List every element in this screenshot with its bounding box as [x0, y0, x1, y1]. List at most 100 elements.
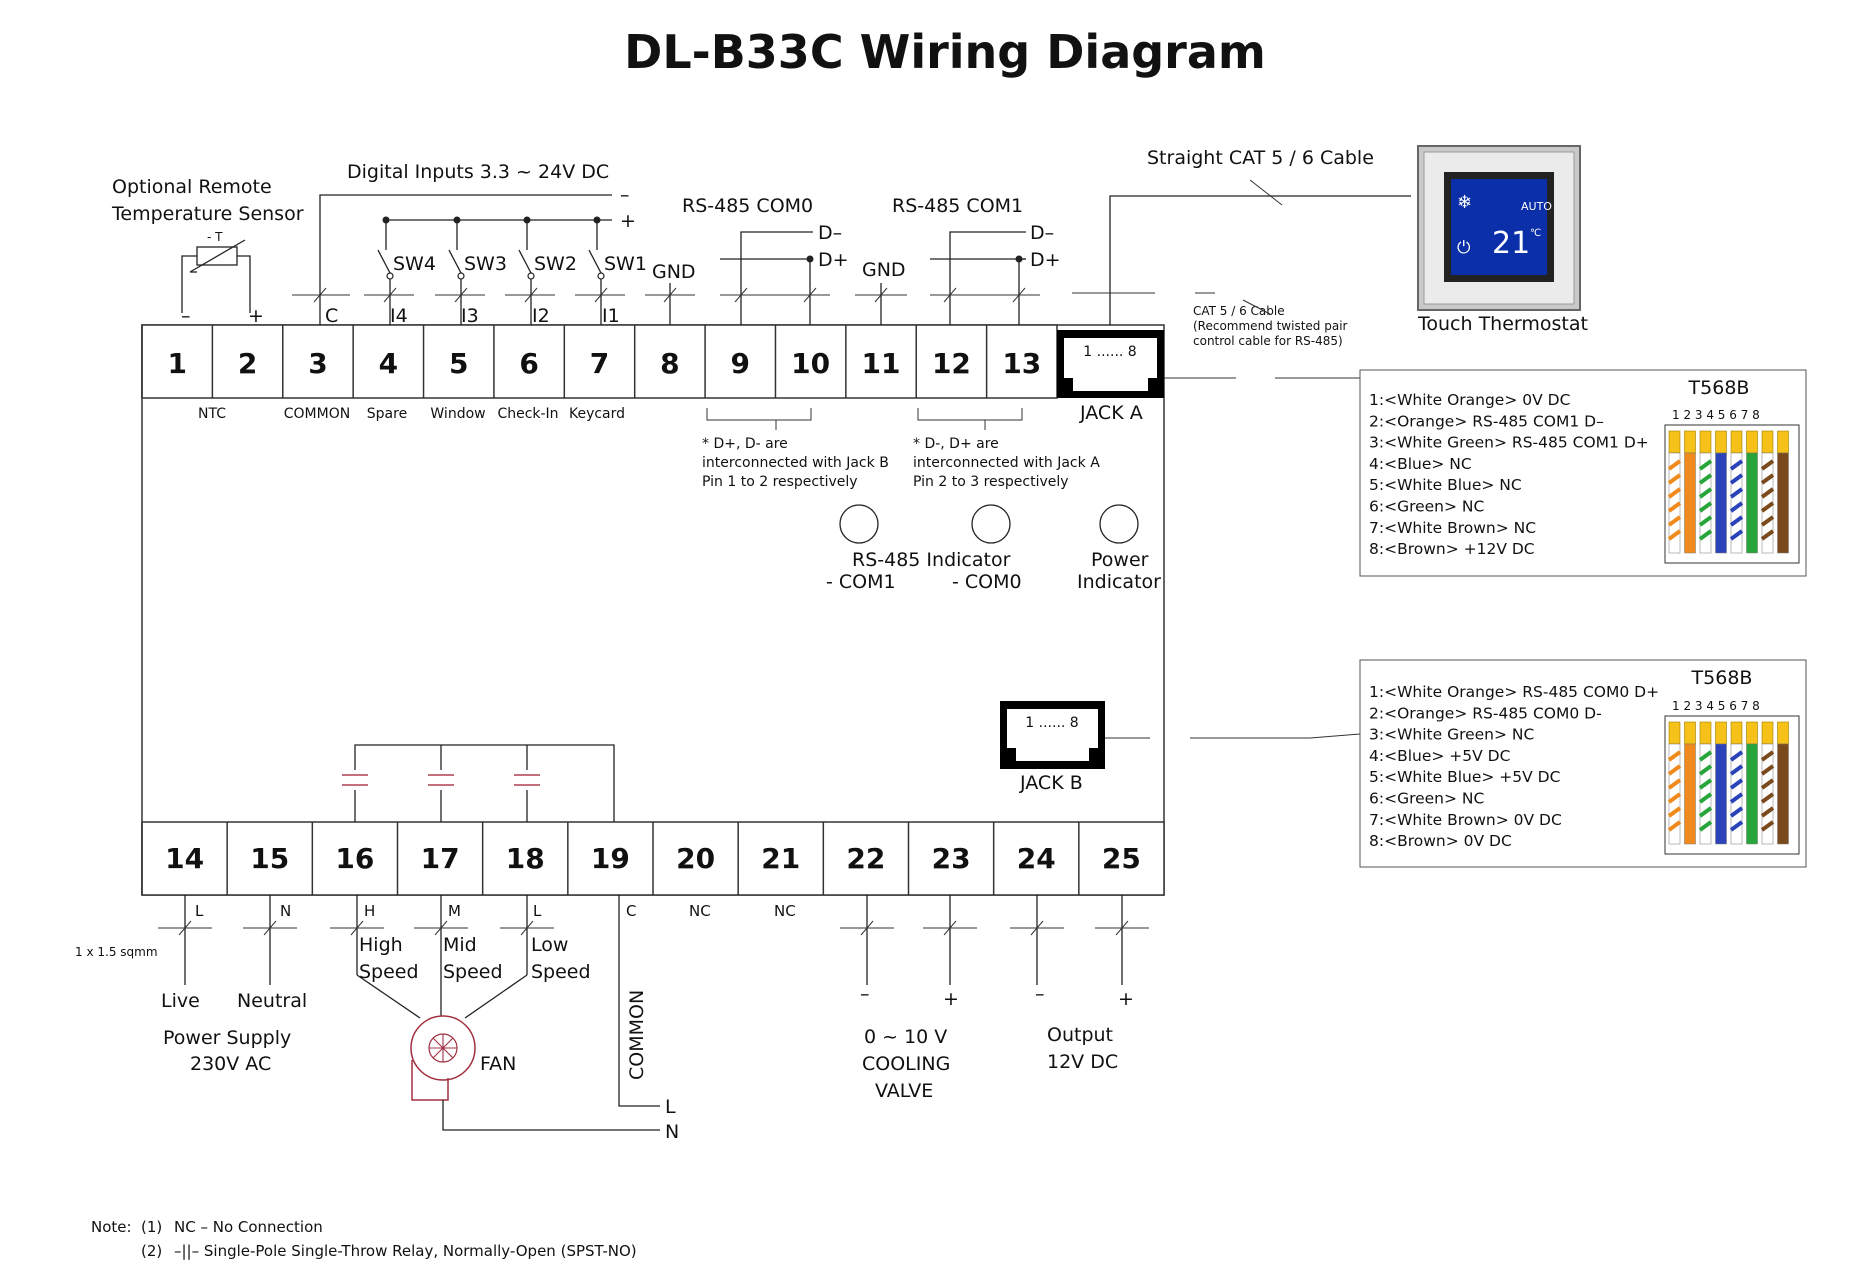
com0-d-minus: D– [818, 222, 842, 244]
top-terminal-1: 1 [167, 347, 186, 380]
digital-inputs-plus: + [620, 210, 636, 232]
indicator-com1-label: - COM1 [826, 571, 896, 593]
t568b-b-pin-4: 4:<Blue> +5V DC [1369, 747, 1510, 765]
output-plus: + [1118, 988, 1134, 1010]
gnd-label-2: GND [862, 259, 906, 281]
svg-text:- T: - T [207, 230, 223, 244]
bottom-terminal-14: 14 [165, 842, 204, 875]
bottom-label-nc-2: NC [774, 902, 796, 920]
note-prefix: Note: [91, 1218, 132, 1236]
power-indicator-label-2: Indicator [1077, 571, 1161, 593]
rs485-com0-label: RS-485 COM0 [682, 195, 813, 217]
t568b-b-pin-6: 6:<Green> NC [1369, 790, 1484, 808]
bottom-label-nc-1: NC [689, 902, 711, 920]
fan-icon [410, 1015, 476, 1101]
com1-d-minus: D– [1030, 222, 1054, 244]
power-supply-voltage: 230V AC [190, 1053, 271, 1075]
switch-label-sw1: SW1 [604, 253, 647, 275]
neutral-label: Neutral [237, 990, 307, 1012]
bottom-terminal-18: 18 [506, 842, 545, 875]
label-window: Window [430, 406, 485, 422]
note-com1-line3: Pin 2 to 3 respectively [913, 474, 1069, 490]
top-terminal-8: 8 [660, 347, 679, 380]
power-supply-label: Power Supply [163, 1027, 291, 1049]
valve-label-2: COOLING [862, 1053, 950, 1075]
input-label-c: C [325, 305, 338, 327]
jack-b: 1 ...... 8 [1000, 701, 1105, 769]
rs485-com1-label: RS-485 COM1 [892, 195, 1023, 217]
label-spare: Spare [367, 406, 407, 422]
label-keycard: Keycard [569, 406, 625, 422]
t568b-b-pin-5: 5:<White Blue> +5V DC [1369, 768, 1560, 786]
bottom-terminal-22: 22 [846, 842, 885, 875]
bottom-terminal-21: 21 [761, 842, 800, 875]
valve-plus: + [943, 988, 959, 1010]
valve-label-1: 0 ~ 10 V [864, 1026, 947, 1048]
t568b-a-pin-8: 8:<Brown> +12V DC [1369, 540, 1535, 558]
live-label: Live [161, 990, 200, 1012]
fan-low-label-1: Low [531, 934, 568, 956]
label-common: COMMON [284, 406, 350, 422]
t568b-a-pin-3: 3:<White Green> RS-485 COM1 D+ [1369, 434, 1649, 452]
switch-sw1: SW1 [575, 216, 647, 325]
jack-a: 1 ...... 8 [1057, 330, 1164, 398]
t568b-b-pin-8: 8:<Brown> 0V DC [1369, 832, 1512, 850]
cable-note-line3: control cable for RS-485) [1193, 334, 1343, 348]
power-indicator-label-1: Power [1091, 549, 1149, 571]
top-terminal-10: 10 [791, 347, 830, 380]
diagram-title: DL-B33C Wiring Diagram [624, 25, 1266, 79]
t568b-a-pin-numbers: 1 2 3 4 5 6 7 8 [1672, 408, 1760, 422]
t568b-a-pin-5: 5:<White Blue> NC [1369, 476, 1522, 494]
t568b-a-pin-7: 7:<White Brown> NC [1369, 519, 1536, 537]
power-indicator [1099, 504, 1139, 544]
bottom-label-l2: L [533, 902, 542, 920]
t568b-b-pin-1: 1:<White Orange> RS-485 COM0 D+ [1369, 683, 1659, 701]
svg-text:AUTO: AUTO [1521, 200, 1552, 213]
note-1-number: (1) [141, 1218, 162, 1236]
thermostat-label: Touch Thermostat [1417, 313, 1588, 335]
input-label-i4: I4 [390, 305, 408, 327]
t568b-pinout-a: 1:<White Orange> 0V DC2:<Orange> RS-485 … [1359, 369, 1807, 577]
output-label-1: Output [1047, 1024, 1113, 1046]
com0-d-plus: D+ [818, 249, 849, 271]
t568b-a-pin-4: 4:<Blue> NC [1369, 455, 1472, 473]
bottom-terminal-17: 17 [421, 842, 460, 875]
digital-inputs-minus: – [620, 184, 630, 206]
digital-inputs-label: Digital Inputs 3.3 ~ 24V DC [347, 161, 609, 183]
note-com1-line2: interconnected with Jack A [913, 455, 1100, 471]
indicator-com0-label: - COM0 [952, 571, 1022, 593]
bottom-terminal-16: 16 [335, 842, 374, 875]
top-terminal-12: 12 [932, 347, 971, 380]
common-n-label: N [665, 1121, 679, 1143]
sensor-minus: – [181, 305, 191, 327]
top-terminal-4: 4 [379, 347, 398, 380]
bottom-terminal-25: 25 [1102, 842, 1141, 875]
bottom-terminal-24: 24 [1017, 842, 1056, 875]
sensor-plus: + [248, 305, 264, 327]
bottom-terminal-15: 15 [250, 842, 289, 875]
thermostat-screen [1451, 179, 1547, 275]
svg-text:1 ...... 8: 1 ...... 8 [1083, 344, 1136, 360]
t568b-b-title: T568B [1691, 667, 1753, 689]
switch-sw3: SW3 [435, 216, 507, 325]
top-terminal-6: 6 [519, 347, 538, 380]
t568b-a-pin-6: 6:<Green> NC [1369, 498, 1484, 516]
common-label: COMMON [626, 990, 648, 1080]
fan-low-label-2: Speed [531, 961, 591, 983]
bottom-label-h: H [364, 902, 375, 920]
jack-b-label: JACK B [1019, 772, 1083, 794]
note-com1-line1: * D-, D+ are [913, 436, 999, 452]
note-2: –||– Single-Pole Single-Throw Relay, Nor… [174, 1242, 637, 1260]
snowflake-icon: ❄ [1457, 192, 1472, 213]
note-1: NC – No Connection [174, 1218, 323, 1236]
sensor-label-line2: Temperature Sensor [111, 203, 304, 225]
touch-thermostat: ❄ AUTO ⏻ 21 ℃ [1417, 145, 1581, 311]
note-com0-line1: * D+, D- are [702, 436, 788, 452]
cable-label: Straight CAT 5 / 6 Cable [1147, 147, 1374, 169]
top-terminal-9: 9 [731, 347, 750, 380]
bottom-label-c: C [626, 902, 636, 920]
svg-text:℃: ℃ [1530, 228, 1541, 239]
t568b-a-pin-1: 1:<White Orange> 0V DC [1369, 391, 1570, 409]
fan-high-label-1: High [359, 934, 403, 956]
